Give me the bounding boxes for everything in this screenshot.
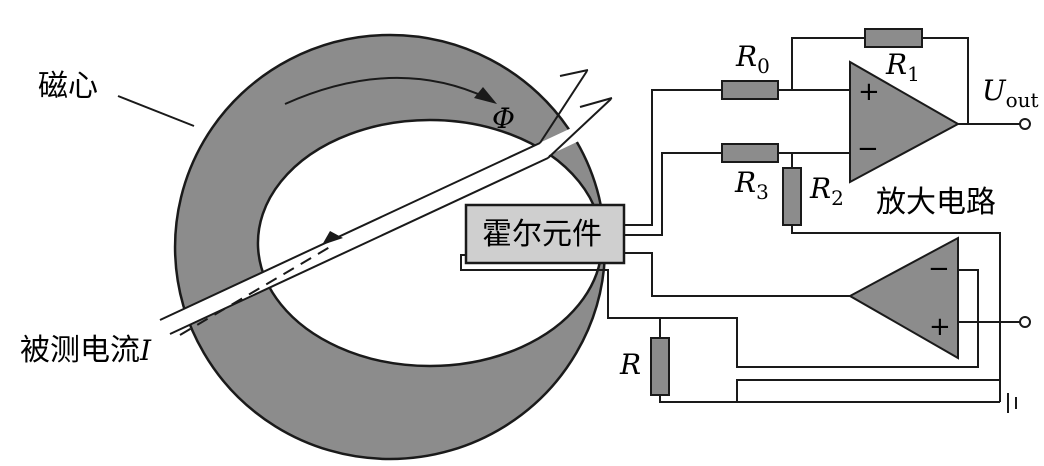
resistor-r	[650, 337, 670, 396]
core-label: 磁心	[38, 69, 98, 104]
hall-lower-lead	[460, 254, 979, 368]
output-terminal-lower	[1019, 316, 1031, 328]
amplifier-wiring	[608, 37, 1020, 403]
label-r0: R0	[735, 40, 770, 78]
resistor-r3	[721, 143, 779, 163]
measured-current-label: 被测电流I	[20, 333, 152, 368]
current-arrow-icon	[322, 231, 343, 245]
resistor-r2	[782, 167, 802, 226]
flux-arrow	[284, 76, 488, 105]
label-r3: R3	[734, 166, 769, 204]
label-r1: R1	[885, 48, 920, 86]
resistor-r1	[864, 28, 923, 48]
hall-element-label: 霍尔元件	[482, 217, 602, 252]
flux-label: Φ	[492, 102, 515, 135]
magnetic-core	[173, 33, 607, 461]
opamp-upper-plus: +	[858, 77, 880, 107]
opamp-lower-minus: −	[928, 254, 950, 284]
current-path-line	[179, 243, 336, 336]
amplifier-label: 放大电路	[876, 185, 996, 220]
label-uout: Uout	[982, 74, 1039, 112]
conductor	[159, 69, 615, 336]
ground-icon	[1007, 393, 1017, 413]
opamp-lower	[847, 236, 959, 360]
label-r2: R2	[809, 172, 844, 210]
flux-arrow-head-icon	[474, 87, 497, 104]
resistor-r0	[721, 80, 779, 100]
opamp-upper-minus: −	[857, 134, 879, 164]
core-leader-line	[117, 95, 195, 127]
label-r: R	[619, 348, 641, 381]
output-terminal-upper	[1019, 118, 1031, 130]
opamp-lower-plus: +	[929, 312, 951, 342]
opamp-upper	[849, 60, 961, 184]
hall-element	[464, 203, 626, 265]
